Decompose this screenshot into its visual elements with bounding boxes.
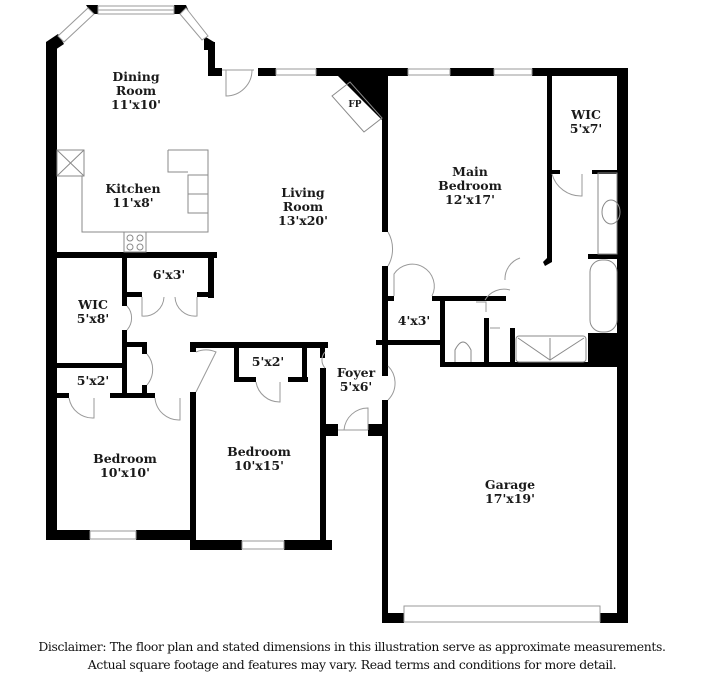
- disclaimer-line-2: Actual square footage and features may v…: [87, 657, 617, 672]
- room-label-bedroom-1: Bedroom 10'x10': [93, 452, 157, 480]
- room-dimensions: 5'x2': [251, 354, 285, 369]
- room-name: Main: [452, 164, 488, 179]
- room-label-living-room: Living Room 13'x20': [278, 186, 328, 228]
- room-name: WIC: [78, 297, 108, 312]
- walls: [46, 5, 628, 623]
- room-label-dining-room: Dining Room 11'x10': [111, 70, 161, 112]
- room-dimensions: 11'x8': [112, 195, 154, 210]
- room-label-main-bedroom: Main Bedroom 12'x17': [438, 165, 502, 207]
- room-name: Bedroom: [438, 178, 502, 193]
- room-name: Bedroom: [227, 444, 291, 459]
- room-dimensions: 4'x3': [397, 313, 431, 328]
- room-label-wic-2: WIC 5'x8': [77, 298, 110, 326]
- fireplace-label: FP: [348, 98, 361, 112]
- room-dimensions: 10'x15': [234, 458, 284, 473]
- room-label-bedroom-2: Bedroom 10'x15': [227, 445, 291, 473]
- fixtures: [56, 81, 621, 363]
- room-label-closet-4x3: 4'x3': [398, 314, 431, 328]
- floor-plan-drawing: [46, 5, 628, 623]
- room-name: WIC: [571, 107, 601, 122]
- fireplace-text: FP: [348, 100, 362, 110]
- room-label-hall-closet: 6'x3': [153, 268, 186, 282]
- room-name: Bedroom: [93, 451, 157, 466]
- room-dimensions: 5'x6': [339, 379, 373, 394]
- room-dimensions: 17'x19': [485, 491, 535, 506]
- room-name: Room: [115, 83, 157, 98]
- room-label-main-wic: WIC 5'x7': [570, 108, 603, 136]
- disclaimer: Disclaimer: The floor plan and stated di…: [0, 638, 704, 674]
- disclaimer-line-1: Disclaimer: The floor plan and stated di…: [38, 639, 666, 654]
- room-dimensions: 5'x2': [76, 373, 110, 388]
- room-name: Dining: [112, 69, 160, 84]
- doors: [68, 69, 583, 431]
- room-dimensions: 12'x17': [445, 192, 495, 207]
- room-label-foyer: Foyer 5'x6': [337, 366, 375, 394]
- room-label-kitchen: Kitchen 11'x8': [105, 182, 160, 210]
- room-name: Foyer: [336, 365, 376, 380]
- room-dimensions: 11'x10': [111, 97, 161, 112]
- room-label-closet-5x2-mid: 5'x2': [252, 355, 285, 369]
- room-dimensions: 5'x8': [76, 311, 110, 326]
- room-label-closet-5x2-left: 5'x2': [77, 374, 110, 388]
- room-dimensions: 5'x7': [569, 121, 603, 136]
- room-dimensions: 13'x20': [278, 213, 328, 228]
- room-dimensions: 6'x3': [152, 267, 186, 282]
- room-name: Room: [282, 199, 324, 214]
- room-name: Living: [281, 185, 325, 200]
- room-name: Kitchen: [105, 181, 161, 196]
- room-name: Garage: [484, 477, 536, 492]
- windows: [57, 5, 601, 623]
- room-label-garage: Garage 17'x19': [485, 478, 535, 506]
- room-dimensions: 10'x10': [100, 465, 150, 480]
